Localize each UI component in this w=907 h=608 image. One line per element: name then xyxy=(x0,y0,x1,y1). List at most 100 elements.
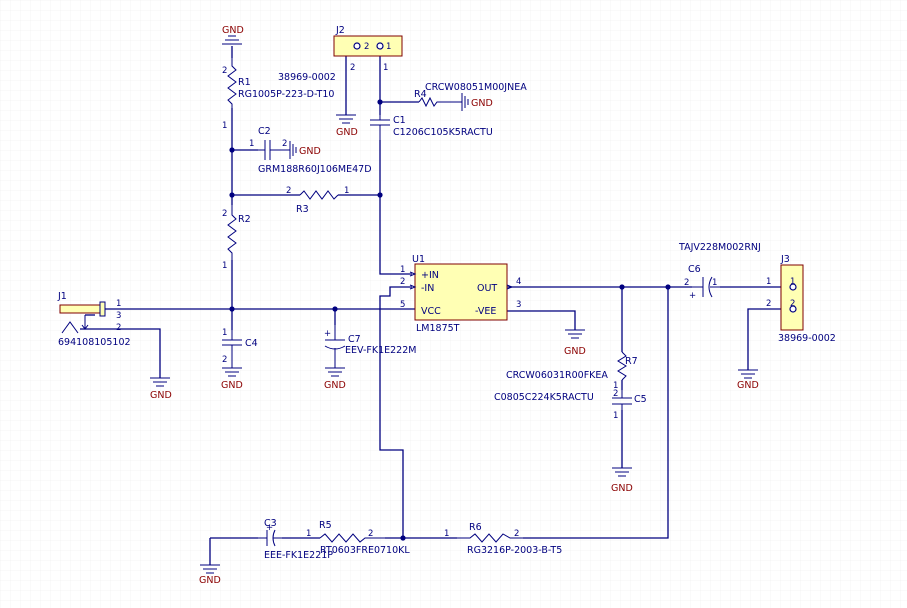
resistor-r7[interactable]: R7 CRCW06031R00FKEA 1 xyxy=(506,351,638,391)
svg-text:2: 2 xyxy=(368,529,373,539)
svg-text:GND: GND xyxy=(199,575,221,586)
svg-text:2: 2 xyxy=(364,42,369,52)
svg-text:U1: U1 xyxy=(412,254,425,265)
connector-j2[interactable]: 2 1 2 1 J2 38969-0002 xyxy=(278,25,403,83)
svg-text:VCC: VCC xyxy=(421,306,441,317)
svg-text:2: 2 xyxy=(222,355,227,365)
svg-text:+IN: +IN xyxy=(421,270,439,281)
svg-text:GND: GND xyxy=(737,380,759,391)
svg-text:GND: GND xyxy=(324,380,346,391)
capacitor-c3[interactable]: + C3 EEE-FK1E221P xyxy=(258,518,333,561)
svg-text:2: 2 xyxy=(222,66,227,76)
svg-text:1: 1 xyxy=(386,42,391,52)
svg-text:CRCW06031R00FKEA: CRCW06031R00FKEA xyxy=(506,370,608,381)
svg-text:C1206C105K5RACTU: C1206C105K5RACTU xyxy=(393,127,493,138)
svg-text:1: 1 xyxy=(613,381,618,391)
svg-text:+: + xyxy=(689,291,696,301)
svg-text:1: 1 xyxy=(766,277,771,287)
resistor-r4[interactable]: R4 CRCW08051M00JNEA xyxy=(414,82,527,108)
svg-text:C3: C3 xyxy=(264,518,277,529)
ground-j1: GND xyxy=(150,377,172,401)
svg-text:R1: R1 xyxy=(238,77,251,88)
svg-text:R2: R2 xyxy=(238,214,251,225)
capacitor-c1[interactable]: C1 C1206C105K5RACTU xyxy=(370,115,493,140)
resistor-r3[interactable]: 2 1 R3 xyxy=(286,186,349,215)
svg-text:R6: R6 xyxy=(469,522,482,533)
svg-text:C6: C6 xyxy=(688,264,701,275)
svg-text:1: 1 xyxy=(222,261,227,271)
svg-text:GND: GND xyxy=(471,98,493,109)
svg-text:2: 2 xyxy=(350,63,355,73)
capacitor-c2[interactable]: 1 2 C2 GRM188R60J106ME47D xyxy=(249,126,372,175)
svg-text:C1: C1 xyxy=(393,115,406,126)
svg-text:TAJV228M002RNJ: TAJV228M002RNJ xyxy=(678,242,761,253)
svg-text:2: 2 xyxy=(116,323,121,333)
svg-text:38969-0002: 38969-0002 xyxy=(278,72,336,83)
svg-text:+: + xyxy=(266,523,273,533)
svg-text:RG3216P-2003-B-T5: RG3216P-2003-B-T5 xyxy=(467,545,562,556)
capacitor-c7[interactable]: + C7 EEV-FK1E222M xyxy=(324,325,416,368)
wires xyxy=(80,46,786,565)
svg-text:GND: GND xyxy=(611,483,633,494)
svg-text:1: 1 xyxy=(712,278,717,288)
svg-text:1: 1 xyxy=(613,411,618,421)
svg-text:GND: GND xyxy=(564,346,586,357)
opamp-u1[interactable]: U1 +IN -IN VCC OUT -VEE LM1875T 1 2 5 4 … xyxy=(400,254,521,334)
svg-text:2: 2 xyxy=(790,299,795,309)
svg-text:1: 1 xyxy=(790,277,795,287)
svg-text:4: 4 xyxy=(516,277,521,287)
svg-text:R4: R4 xyxy=(414,89,427,100)
svg-text:38969-0002: 38969-0002 xyxy=(778,333,836,344)
svg-text:GND: GND xyxy=(150,390,172,401)
audio-jack-j1[interactable]: 1 3 2 J1 694108105102 xyxy=(57,291,131,348)
svg-text:EEE-FK1E221P: EEE-FK1E221P xyxy=(264,550,333,561)
ground-j2: GND xyxy=(336,114,358,138)
capacitor-c6[interactable]: 2 1 + C6 TAJV228M002RNJ xyxy=(678,242,761,301)
svg-text:2: 2 xyxy=(222,209,227,219)
svg-text:2: 2 xyxy=(286,186,291,196)
svg-text:1: 1 xyxy=(344,186,349,196)
svg-text:R3: R3 xyxy=(296,204,309,215)
ground-c3: GND xyxy=(199,564,221,586)
svg-text:-IN: -IN xyxy=(421,283,434,294)
svg-text:RT0603FRE0710KL: RT0603FRE0710KL xyxy=(320,545,410,556)
svg-text:5: 5 xyxy=(400,300,405,310)
svg-text:1: 1 xyxy=(249,139,254,149)
connector-j3[interactable]: 1 2 1 2 J3 38969-0002 xyxy=(766,254,836,344)
resistor-r2[interactable]: 2 1 R2 xyxy=(222,205,251,271)
resistor-r5[interactable]: 1 2 R5 RT0603FRE0710KL xyxy=(306,520,410,556)
svg-text:J1: J1 xyxy=(57,291,67,302)
svg-text:2: 2 xyxy=(684,278,689,288)
svg-text:GND: GND xyxy=(336,127,358,138)
capacitor-c5[interactable]: 2 1 C5 C0805C224K5RACTU xyxy=(494,389,647,421)
svg-text:3: 3 xyxy=(516,300,521,310)
svg-text:3: 3 xyxy=(116,311,121,321)
svg-text:1: 1 xyxy=(400,265,405,275)
resistor-r1[interactable]: 2 1 R1 RG1005P-223-D-T10 xyxy=(222,58,334,131)
svg-text:2: 2 xyxy=(766,299,771,309)
ground-c5: GND xyxy=(611,467,633,494)
svg-text:GND: GND xyxy=(299,146,321,157)
ground-vee: GND xyxy=(564,329,586,357)
capacitor-c4[interactable]: 1 2 C4 xyxy=(222,328,258,368)
svg-text:C7: C7 xyxy=(348,334,361,345)
svg-text:694108105102: 694108105102 xyxy=(58,337,131,348)
svg-text:1: 1 xyxy=(444,529,449,539)
svg-text:GRM188R60J106ME47D: GRM188R60J106ME47D xyxy=(258,164,372,175)
svg-text:C2: C2 xyxy=(258,126,271,137)
svg-text:2: 2 xyxy=(613,389,618,399)
svg-text:LM1875T: LM1875T xyxy=(416,323,460,334)
svg-text:J2: J2 xyxy=(335,25,345,36)
svg-text:-VEE: -VEE xyxy=(475,306,496,317)
svg-text:CRCW08051M00JNEA: CRCW08051M00JNEA xyxy=(425,82,527,93)
ground-j3: GND xyxy=(737,369,759,391)
ground-top-r1: GND xyxy=(222,25,244,45)
svg-text:1: 1 xyxy=(116,299,121,309)
svg-text:2: 2 xyxy=(514,529,519,539)
svg-text:R7: R7 xyxy=(625,356,638,367)
svg-text:+: + xyxy=(324,329,331,339)
svg-text:2: 2 xyxy=(400,277,405,287)
svg-text:1: 1 xyxy=(222,328,227,338)
svg-text:C5: C5 xyxy=(634,394,647,405)
resistor-r6[interactable]: 1 2 R6 RG3216P-2003-B-T5 xyxy=(444,522,562,556)
